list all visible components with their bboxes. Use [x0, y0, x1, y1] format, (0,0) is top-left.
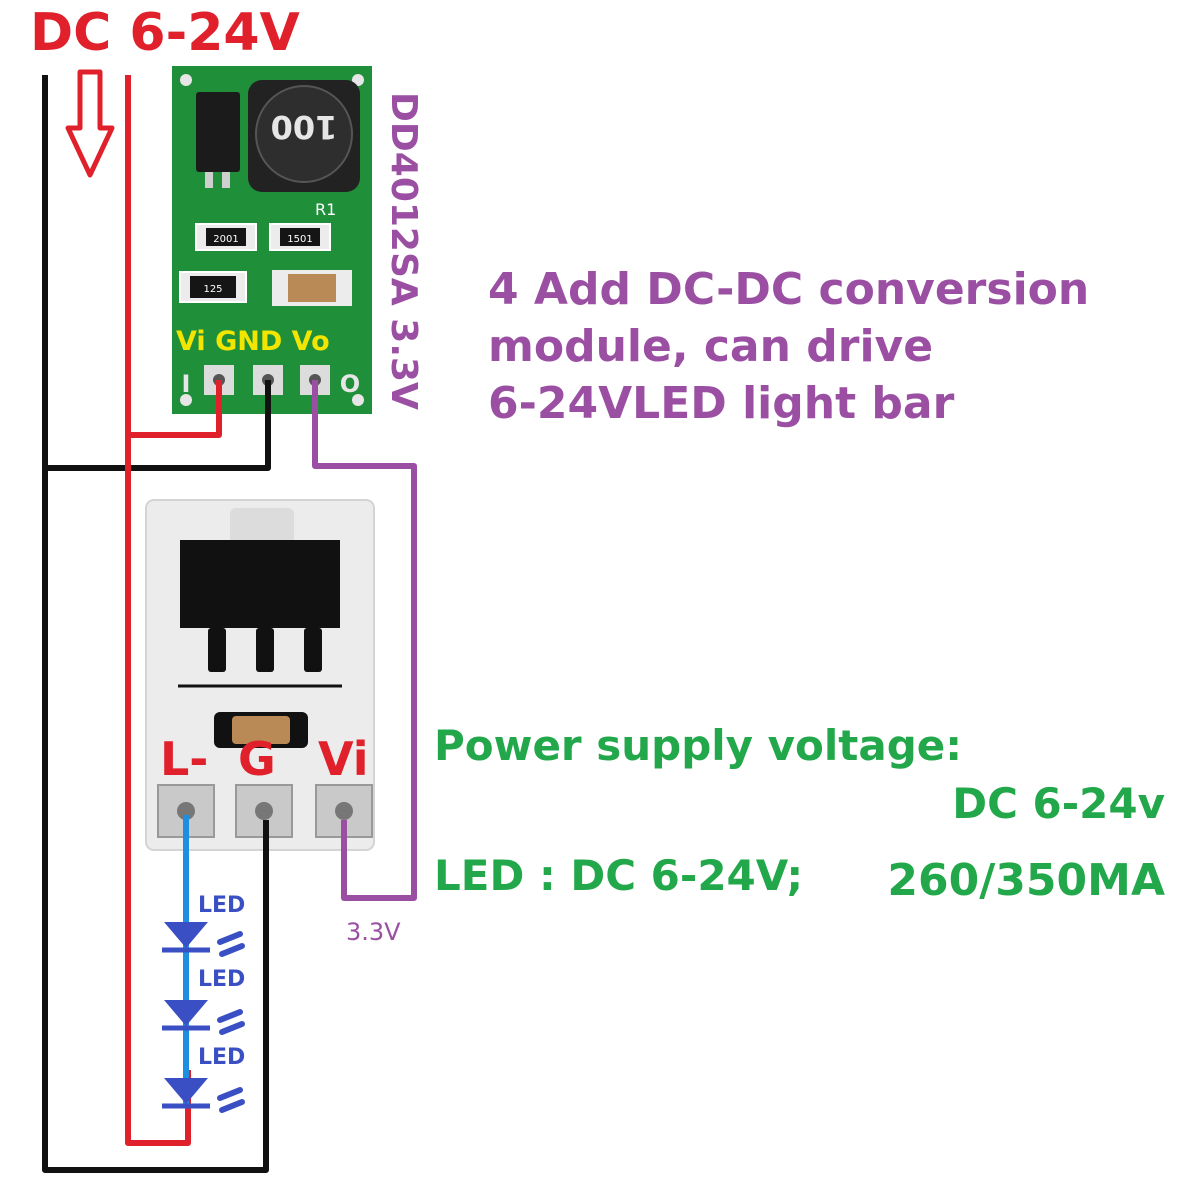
- led-ray: [219, 1021, 245, 1035]
- pad-hole: [255, 802, 273, 820]
- ic-chip: [196, 92, 240, 172]
- led-3: LED: [162, 1045, 245, 1113]
- input-mark: I: [182, 370, 191, 398]
- mount-hole: [180, 74, 192, 86]
- module-pin-labels: Vi GND Vo: [176, 326, 330, 357]
- led-label: LED: [198, 967, 245, 992]
- led-triangle: [164, 922, 208, 948]
- smd-marking: 2001: [213, 234, 238, 245]
- ic-pin: [205, 172, 213, 188]
- led-1: LED: [162, 893, 245, 957]
- transistor-leg: [256, 628, 274, 672]
- smd-resistor-body: [232, 716, 290, 744]
- wire-black-ground: [42, 75, 269, 1173]
- led-ray: [217, 931, 243, 945]
- led-driver-module: L- G Vi: [145, 499, 375, 851]
- transistor-tab: [230, 508, 294, 544]
- led-label: LED: [198, 1045, 245, 1070]
- driver-pin-label-g: G: [238, 732, 276, 786]
- led-2: LED: [162, 967, 245, 1035]
- capacitor-body: [288, 274, 336, 302]
- annotation-line-1: 4 Add DC-DC conversion: [488, 264, 1089, 315]
- smd-marking: 1501: [287, 234, 312, 245]
- smd-marking: 125: [203, 284, 222, 295]
- ic-pin: [222, 172, 230, 188]
- wire-black-ground-module: [45, 380, 271, 471]
- led-ray: [217, 1009, 243, 1023]
- module-model-label: DD4012SA 3.3V: [383, 92, 424, 410]
- spec-led-voltage: LED : DC 6-24V;: [434, 851, 803, 900]
- led-ray: [219, 943, 245, 957]
- transistor-body: [180, 540, 340, 628]
- transistor-leg: [208, 628, 226, 672]
- spec-power-supply-heading: Power supply voltage:: [434, 721, 962, 770]
- mount-hole: [352, 394, 364, 406]
- transistor-leg: [304, 628, 322, 672]
- wire-red-supply-module: [128, 380, 222, 438]
- output-mark: O: [340, 370, 360, 398]
- pad-hole: [335, 802, 353, 820]
- led-triangle: [164, 1078, 208, 1104]
- annotation-line-2: module, can drive: [488, 321, 933, 372]
- dc-dc-module: 100 R1 2001 1501 125 Vi GND Vo I O: [172, 66, 372, 414]
- pad-hole: [177, 802, 195, 820]
- smd-component-body: [280, 228, 320, 246]
- led-triangle: [164, 1000, 208, 1026]
- inductor-marking: 100: [271, 108, 338, 146]
- spec-power-supply-value: DC 6-24v: [952, 779, 1165, 828]
- wire-purple-output: [312, 380, 417, 901]
- annotation-line-3: 6-24VLED light bar: [488, 378, 955, 429]
- driver-pin-label-vi: Vi: [318, 732, 369, 786]
- mount-hole: [352, 74, 364, 86]
- mount-hole: [180, 394, 192, 406]
- output-voltage-label: 3.3V: [346, 918, 401, 946]
- down-arrow-icon: [65, 69, 115, 178]
- inductor-core: [255, 85, 353, 183]
- resistor-label: R1: [315, 200, 336, 219]
- led-ray: [217, 1087, 243, 1101]
- driver-pin-label-l: L-: [160, 732, 208, 786]
- smd-component-body: [190, 276, 236, 298]
- smd-component-body: [206, 228, 246, 246]
- spec-led-current: 260/350MA: [887, 855, 1165, 906]
- led-label: LED: [198, 893, 245, 918]
- supply-voltage-label: DC 6-24V: [30, 3, 300, 63]
- led-ray: [219, 1099, 245, 1113]
